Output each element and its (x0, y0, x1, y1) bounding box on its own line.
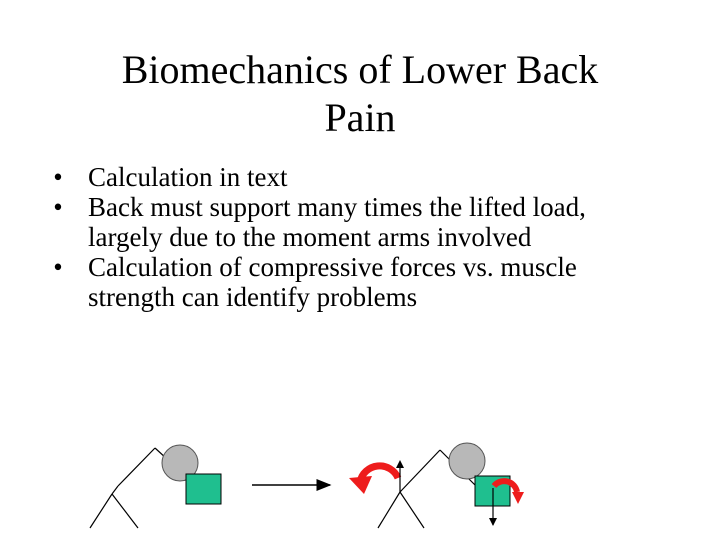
vertical-force-up-head-icon (396, 460, 404, 468)
stick-leg-right (399, 491, 425, 529)
moment-arrow-right-icon (491, 478, 520, 493)
moment-arrow-left-icon (356, 462, 402, 483)
figure-after (349, 442, 524, 529)
bullet-text: Calculation in text (88, 162, 288, 192)
title-line-2: Pain (324, 95, 396, 140)
load-box-icon (185, 473, 222, 505)
slide-title: Biomechanics of Lower Back Pain (60, 46, 660, 142)
figure-before (89, 444, 222, 529)
title-line-1: Biomechanics of Lower Back (121, 47, 599, 92)
moment-arrow-left-head-icon (349, 476, 372, 494)
bullet-dot-icon: • (53, 192, 63, 222)
bullet-dot-icon: • (53, 252, 63, 282)
head-icon (161, 444, 199, 482)
stick-arm-line (117, 447, 156, 487)
stick-leg-left (89, 493, 113, 529)
bullet-text: Calculation of compressive forces vs. mu… (88, 252, 577, 312)
bullet-dot-icon: • (53, 162, 63, 192)
bullet-item: • Calculation of compressive forces vs. … (28, 252, 648, 312)
stick-leg-right (111, 493, 139, 529)
vertical-force-down-head-icon (489, 518, 497, 526)
bullet-list: • Calculation in text • Back must suppor… (28, 162, 648, 312)
bullet-item: • Back must support many times the lifte… (28, 192, 648, 252)
stick-spine-line (111, 485, 119, 495)
head-icon (448, 442, 486, 480)
bullet-text: Back must support many times the lifted … (88, 192, 586, 252)
stick-leg-left (377, 491, 401, 529)
lifting-diagram (89, 442, 524, 529)
bullet-item: • Calculation in text (28, 162, 648, 192)
moment-arrow-right-head-icon (512, 492, 524, 504)
stick-arm-line (399, 449, 441, 493)
